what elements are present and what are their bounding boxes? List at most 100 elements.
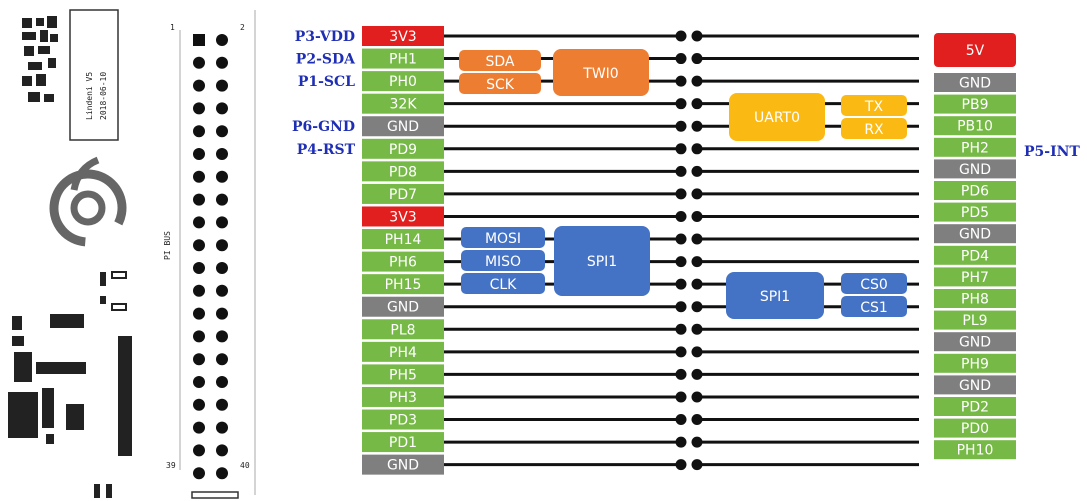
left-pin-label: PD8 [389,164,417,180]
right-pin-label: PB10 [957,119,993,135]
right-pin-label: 5V [966,43,985,59]
header-pins [193,34,228,480]
right-pin-label: PD4 [961,248,989,264]
right-pin-box [934,73,1016,92]
uart0-block [729,93,825,141]
left-wire-dot [675,414,687,426]
left-wire-dot [675,143,687,155]
sck-block [459,73,541,94]
right-wire-dot [691,278,703,290]
cs1-block [841,296,907,317]
left-annotation: P3-VDD [295,29,355,45]
header-pin [193,56,205,69]
smd-components-bottom [8,271,132,498]
header-pin [193,239,205,252]
uart0-label: UART0 [754,110,800,126]
header-pin [216,330,228,343]
left-wire-dot [675,301,687,313]
header-pin [216,444,228,457]
board-label-box [69,9,119,141]
left-pin-box [362,229,444,250]
spi1-right-block [726,272,824,319]
right-pin-box [934,202,1016,222]
left-wire-dot [675,323,687,335]
left-pin-labels: 3V3PH1PH032KGNDPD9PD8PD73V3PH14PH6PH15GN… [362,26,444,475]
header-pin [193,34,205,46]
left-pin-box [362,71,444,92]
right-wire-dot [691,391,703,403]
left-pin-box [362,116,444,137]
right-wire-dot [691,188,703,200]
pin-39-label: 39 [166,461,176,470]
header-pin [216,216,228,229]
mosi-label: MOSI [485,231,521,247]
header-bottom-tab [191,491,239,499]
right-wire-dot [691,120,703,132]
header-pin [193,376,205,388]
left-pin-box [362,161,444,182]
header-pin [193,330,205,343]
tx-label: TX [864,99,884,115]
left-pin-box [362,26,444,46]
header-pin [216,193,228,206]
bus-label: PI BUS [163,231,172,260]
spi1-left-block [554,226,650,296]
pin-1-label: 1 [170,23,175,32]
header-pin [216,34,228,46]
right-pin-box [934,245,1016,265]
right-pin-box [934,116,1016,136]
left-wire-dot [675,391,687,403]
pin-2-label: 2 [240,23,245,32]
left-wire-dot [675,233,687,245]
header-pin [216,56,228,69]
right-pin-box [934,267,1016,287]
left-pin-label: PL8 [390,322,415,338]
sda-label: SDA [486,54,515,70]
twi0-block [553,49,649,96]
spi1-left-group: MOSI MISO CLK SPI1 [461,226,650,296]
left-wire-dot [675,53,687,65]
spi1-left-label: SPI1 [587,254,617,270]
left-pin-label: GND [387,300,419,316]
left-pin-box [362,319,444,340]
header-pin [216,353,228,366]
right-pin-box [934,94,1016,114]
right-wire-dot [691,233,703,245]
right-pin-label: GND [959,335,991,351]
right-pin-box [934,137,1016,157]
left-pin-label: PD3 [389,413,417,429]
right-pin-label: PH9 [961,356,989,372]
right-pin-label: PH2 [961,140,989,156]
miso-label: MISO [485,254,521,270]
header-pin [193,353,205,366]
left-pin-label: PH1 [389,52,417,68]
left-pin-label: PD7 [389,187,417,203]
left-wire-dot [675,459,687,471]
right-wire-dot [691,256,703,268]
tx-block [841,95,907,116]
left-pin-label: PH6 [389,255,417,271]
left-wire-dot [675,210,687,222]
cs0-label: CS0 [860,277,888,293]
header-pin [216,467,228,480]
left-pin-label: PD1 [389,435,417,451]
header-pin [216,239,228,252]
header-pin [193,170,205,183]
header-pin [216,79,228,92]
right-wire-dot [691,459,703,471]
header-pin [193,193,205,206]
left-wire-dot [675,436,687,448]
left-pin-box [362,454,444,475]
left-pin-box [362,138,444,159]
spi1-right-label: SPI1 [760,289,790,305]
header-pin [216,421,228,434]
left-pin-box [362,364,444,385]
clk-label: CLK [490,277,518,293]
header-pin [193,421,205,434]
board-label-line2: 2018-06-10 [99,72,108,120]
left-wire-dot [675,188,687,200]
header-pin [193,284,205,297]
left-pin-label: 3V3 [389,29,416,45]
